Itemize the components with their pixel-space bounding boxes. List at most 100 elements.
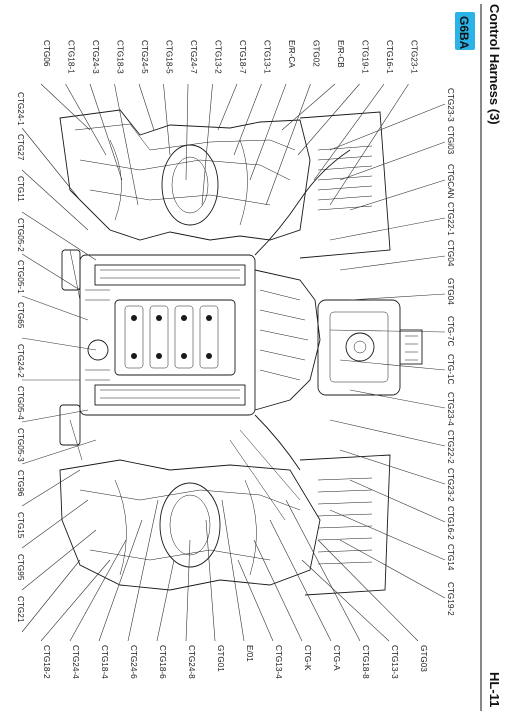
callout-label: CTG24-7 <box>189 40 198 74</box>
leader-line <box>237 559 274 642</box>
leader-line <box>21 529 97 591</box>
leader-line <box>301 559 390 642</box>
leader-line <box>329 329 446 333</box>
leader-line <box>349 179 446 211</box>
callout-label: CTG14 <box>446 544 455 571</box>
callout-label: CTG18-7 <box>238 40 247 74</box>
callout-label: CTG13-3 <box>390 645 399 679</box>
leader-line <box>114 83 139 206</box>
callout-label: CTG18-8 <box>361 645 370 679</box>
callout-label: CTG05-1 <box>16 260 25 294</box>
leader-line <box>138 83 155 131</box>
leader-line <box>265 83 311 206</box>
callout-label: CTGi03 <box>446 126 455 155</box>
callout-label: CTG18-4 <box>100 645 109 679</box>
callout-label: CTG06 <box>42 40 51 67</box>
leader-line <box>339 539 446 599</box>
leader-line <box>285 499 361 642</box>
leader-line <box>217 83 238 131</box>
callout-label: CTG16-1 <box>385 40 394 74</box>
callout-label: CTG19-2 <box>446 582 455 616</box>
callout-label: CTG18-2 <box>42 645 51 679</box>
leader-line <box>21 469 81 507</box>
leader-line <box>233 83 262 156</box>
callout-label: CTG24-8 <box>187 645 196 679</box>
callout-label: CTG13-4 <box>274 645 283 679</box>
leader-line <box>281 83 336 131</box>
leader-line <box>201 83 213 206</box>
leader-line <box>339 449 446 485</box>
leader-line <box>269 519 332 642</box>
leader-line <box>185 539 191 642</box>
leader-line <box>339 141 446 181</box>
leader-line <box>253 539 303 642</box>
callout-label: CTG19-1 <box>361 40 370 74</box>
callout-label: CTG18-3 <box>116 40 125 74</box>
callout-label: CTG-7C <box>446 316 455 347</box>
leader-line <box>339 359 446 371</box>
callout-label: CTG22-1 <box>446 202 455 236</box>
leader-line <box>21 559 81 633</box>
leader-line <box>21 439 97 465</box>
callout-label: CTG24-6 <box>129 645 138 679</box>
callout-label: CTG23-1 <box>410 40 419 74</box>
callout-label: GTG02 <box>312 40 321 67</box>
callout-label: CTGCAN <box>446 164 455 199</box>
leader-line <box>40 83 91 131</box>
leader-line <box>349 293 446 301</box>
page-code: HL-11 <box>487 672 502 707</box>
leader-line <box>349 479 446 523</box>
callout-label: CTG95 <box>16 554 25 581</box>
callout-label: CTG24-2 <box>16 344 25 378</box>
leader-line <box>21 295 89 321</box>
leader-line <box>329 83 409 206</box>
leader-line <box>329 103 446 151</box>
leader-line <box>40 559 111 642</box>
leader-line <box>329 217 446 241</box>
callout-label: CTG15 <box>16 512 25 539</box>
callout-label: CTG-K <box>303 645 312 671</box>
engine-badge-label: G6BA <box>457 16 471 50</box>
leader-line <box>339 255 446 271</box>
leader-line <box>249 83 287 181</box>
callout-label: E/01 <box>245 645 254 662</box>
leader-line <box>163 83 171 156</box>
callout-label: CTG24-1 <box>16 92 25 126</box>
leader-line <box>21 409 89 423</box>
leader-line <box>205 519 216 642</box>
leader-line <box>98 519 143 642</box>
engine-drawing <box>59 109 423 596</box>
callout-label: CTG18-6 <box>158 645 167 679</box>
callout-label: CTG-A <box>332 645 341 671</box>
leader-line <box>65 83 107 156</box>
callout-label: E/R-CB <box>336 40 345 68</box>
callout-label: CTG-1C <box>446 354 455 385</box>
leader-line <box>349 389 446 409</box>
callout-label: CTG21 <box>16 596 25 623</box>
callout-label: CTG05-2 <box>16 218 25 252</box>
callout-label: CTG11 <box>16 176 25 202</box>
leader-line <box>21 499 89 549</box>
leader-line <box>21 127 81 201</box>
callout-label: CTG22-2 <box>446 430 455 464</box>
leader-line <box>329 509 446 561</box>
callout-label: CTG65 <box>16 302 25 329</box>
callout-label: CTG23-4 <box>446 392 455 426</box>
callout-label: CTG13-1 <box>263 40 272 74</box>
callout-label: CTG05-4 <box>16 386 25 420</box>
callout-label: CTG16-2 <box>446 506 455 540</box>
leader-line <box>156 559 175 642</box>
engine-badge <box>455 12 475 50</box>
callout-label: CTG24-4 <box>71 645 80 679</box>
leader-line <box>329 419 446 447</box>
callout-label: CTG96 <box>16 470 25 497</box>
leader-line <box>221 499 245 642</box>
leader-line <box>69 539 127 642</box>
callout-label: CTG27 <box>16 134 25 161</box>
leader-line <box>297 83 360 156</box>
callout-label: GTG03 <box>419 645 428 672</box>
leader-line <box>21 337 97 351</box>
callout-label: CTG04 <box>446 240 455 267</box>
